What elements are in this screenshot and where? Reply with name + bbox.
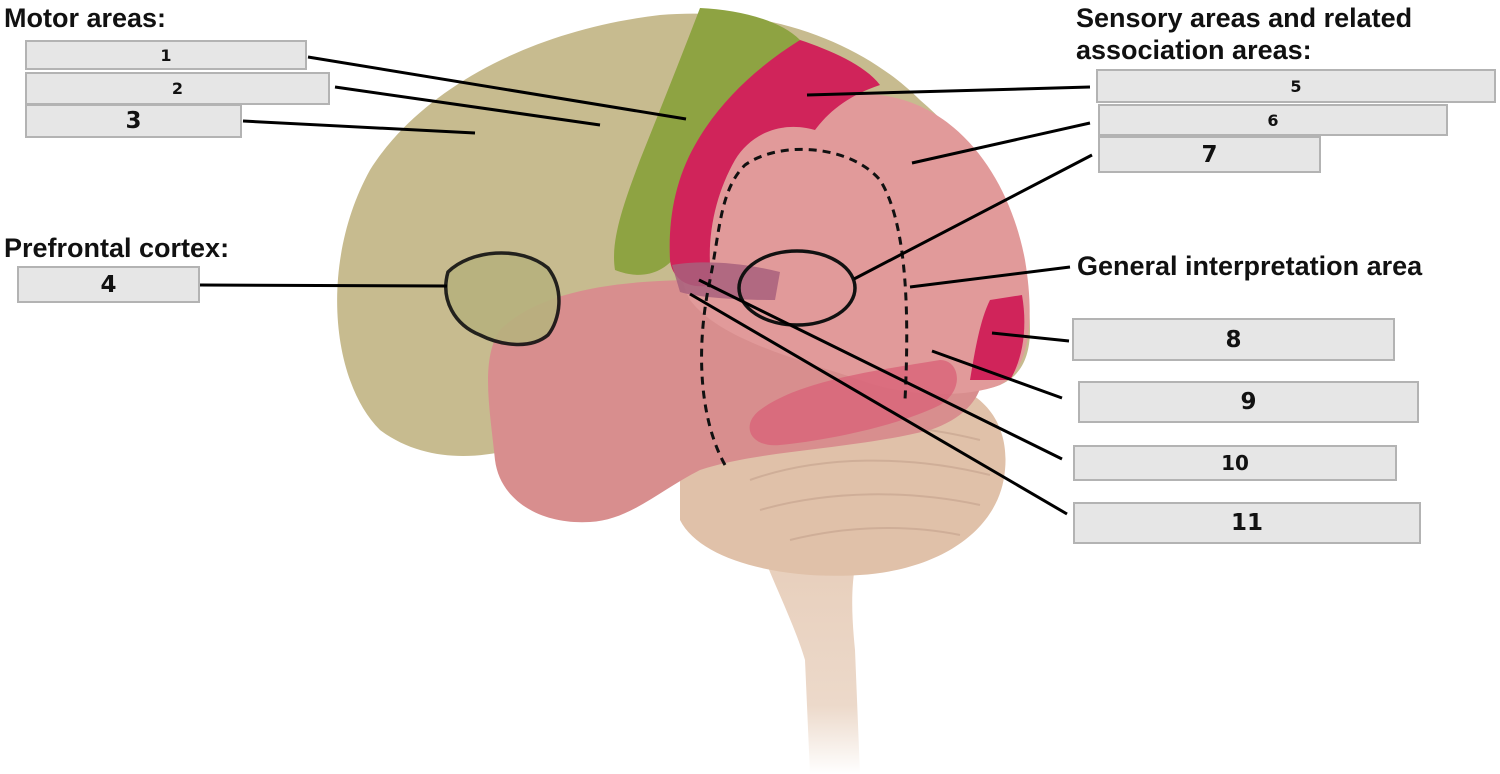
leader-line-5 <box>806 85 1091 97</box>
interpretation-outline <box>737 249 857 327</box>
leader-line-11 <box>689 292 1068 516</box>
label-box-8[interactable]: 8 <box>1072 318 1395 361</box>
leader-line-10 <box>698 278 1063 461</box>
label-box-3[interactable]: 3 <box>25 104 242 138</box>
label-box-5[interactable]: 5 <box>1096 69 1496 103</box>
sensory-strip <box>669 40 880 287</box>
auditory-patch <box>672 262 780 300</box>
visual-cortex <box>970 295 1025 380</box>
label-box-2[interactable]: 2 <box>25 72 330 105</box>
leader-lines <box>199 55 1093 516</box>
leader-line-7 <box>853 153 1093 281</box>
leader-line-interp <box>909 265 1071 289</box>
general-interpretation-heading: General interpretation area <box>1077 251 1423 281</box>
label-box-4[interactable]: 4 <box>17 266 200 303</box>
leader-line-1 <box>307 55 687 121</box>
motor-areas-heading: Motor areas: <box>4 3 167 33</box>
prefrontal-cortex-heading: Prefrontal cortex: <box>4 233 230 263</box>
leader-line-8 <box>991 331 1070 343</box>
label-box-10[interactable]: 10 <box>1073 445 1397 481</box>
sensory-areas-heading: Sensory areas and related association ar… <box>1076 3 1413 65</box>
label-box-7[interactable]: 7 <box>1098 136 1321 173</box>
label-box-6[interactable]: 6 <box>1098 104 1448 136</box>
leader-line-6 <box>911 121 1091 165</box>
leader-line-4 <box>199 283 448 288</box>
leader-line-9 <box>931 349 1063 400</box>
label-box-11[interactable]: 11 <box>1073 502 1421 544</box>
leader-line-2 <box>334 85 601 127</box>
prefrontal-outline <box>444 251 561 347</box>
label-box-9[interactable]: 9 <box>1078 381 1419 423</box>
label-box-1[interactable]: 1 <box>25 40 307 70</box>
leader-line-3 <box>242 119 476 135</box>
